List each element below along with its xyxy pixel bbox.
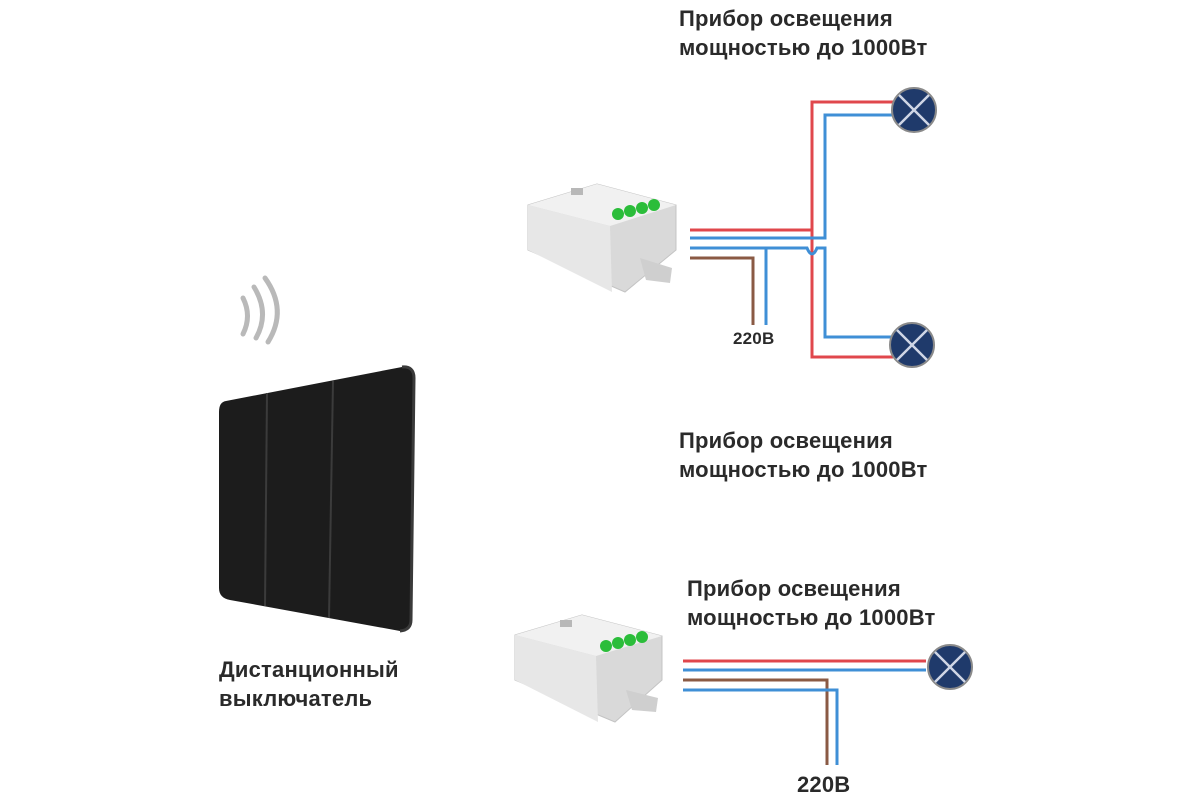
phase-wire [810,230,893,359]
supply-wire [690,256,755,325]
wiring-top [690,100,893,359]
wiring-bottom [683,659,926,765]
top-device-label-line2: мощностью до 1000Вт [679,35,928,60]
lamp-icon [927,644,973,690]
remote-switch-label-line2: выключатель [219,686,373,711]
neutral-wire [683,688,839,765]
switch-key-divider [264,392,268,607]
middle-device-label-line2: мощностью до 1000Вт [679,457,928,482]
neutral-wire [690,246,893,339]
top-device-label: Прибор освещения мощностью до 1000Вт [679,4,928,62]
terminal-block [600,631,648,652]
voltage-label-bottom: 220В [797,772,851,797]
relay-module-bottom [514,614,663,723]
middle-device-label-line1: Прибор освещения [679,428,893,453]
middle-device-label: Прибор освещения мощностью до 1000Вт [679,426,928,484]
phase-wire [690,100,893,232]
voltage-label-top: 220В [733,329,775,348]
lamp-icon [889,322,935,368]
supply-wire [683,678,829,765]
remote-switch [219,365,416,633]
remote-switch-label: Дистанционный выключатель [219,655,399,713]
lamp-icon [891,87,937,133]
remote-switch-label-line1: Дистанционный [219,657,399,682]
top-device-label-line1: Прибор освещения [679,6,893,31]
relay-module-top [527,183,677,293]
wireless-signal-icon [240,275,280,345]
neutral-wire [690,113,893,240]
bottom-device-label-line2: мощностью до 1000Вт [687,605,936,630]
bottom-device-label-line1: Прибор освещения [687,576,901,601]
switch-key-divider [328,380,334,619]
terminal-block [612,199,660,220]
bottom-device-label: Прибор освещения мощностью до 1000Вт [687,574,936,632]
